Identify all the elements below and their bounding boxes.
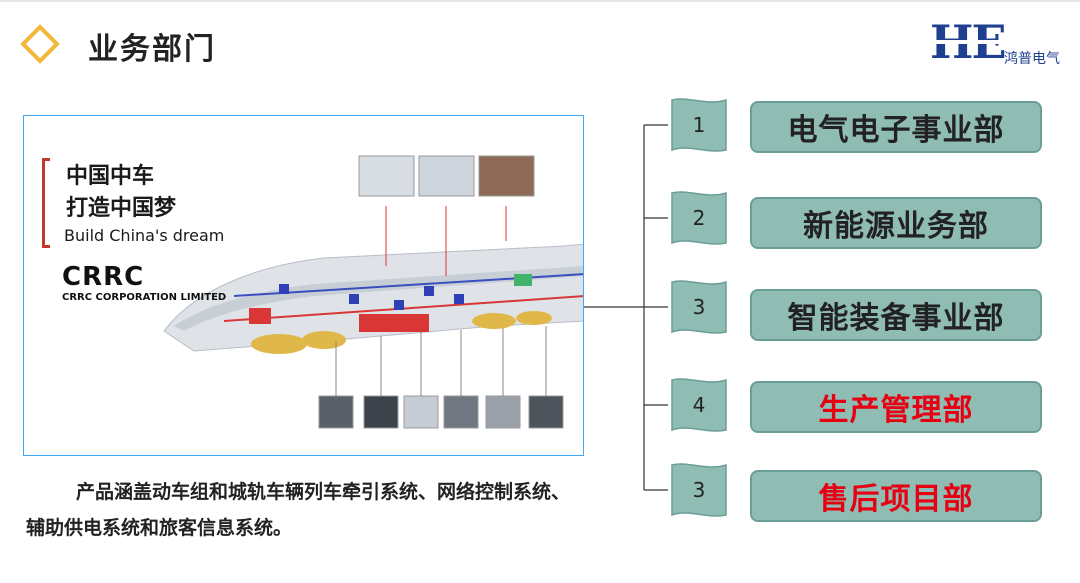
dept-intelligent-equipment: 智能装备事业部 [750,289,1042,341]
train-system-image: 中国中车 打造中国梦 Build China's dream CRRC CRRC… [23,115,584,456]
number-badge-label: 3 [692,478,706,502]
company-logo: HE 鸿普电气 [930,18,1065,70]
brand-name: CRRC [62,262,145,292]
top-divider [0,0,1080,2]
dept-electrical-electronics: 电气电子事业部 [750,101,1042,153]
brand-subtitle: CRRC CORPORATION LIMITED [62,292,227,303]
number-badge-label: 2 [692,206,706,230]
number-badge-1: 1 [668,96,730,154]
dept-new-energy: 新能源业务部 [750,197,1042,249]
number-badge-label: 1 [692,113,706,137]
number-badge-5: 3 [668,461,730,519]
train-illustration [163,155,583,429]
slogan-english: Build China's dream [64,226,225,245]
number-badge-label: 4 [692,393,706,417]
logo-mark: HE [930,15,1007,69]
number-badge-2: 2 [668,189,730,247]
slogan-line1: 中国中车 [66,164,155,189]
number-badge-3: 3 [668,278,730,336]
slogan-bracket [42,158,50,248]
dept-after-sales: 售后项目部 [750,470,1042,522]
dept-production-management: 生产管理部 [750,381,1042,433]
page-title: 业务部门 [88,32,216,67]
number-badge-label: 3 [692,295,706,319]
number-badge-4: 4 [668,376,730,434]
logo-text: 鸿普电气 [1004,51,1060,67]
product-caption: 产品涵盖动车组和城轨车辆列车牵引系统、网络控制系统、辅助供电系统和旅客信息系统。 [26,481,571,539]
slogan-line2: 打造中国梦 [66,196,177,221]
